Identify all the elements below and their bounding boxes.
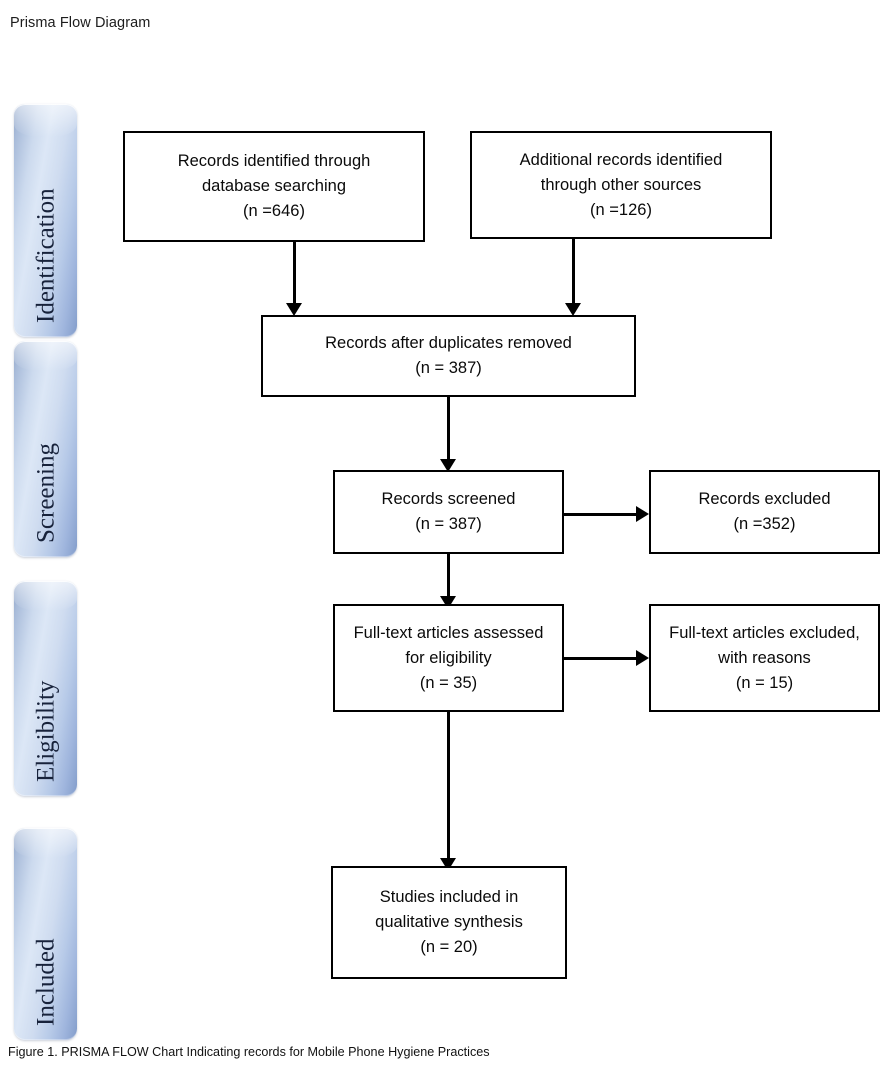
box-records-screened: Records screened (n = 387) [333,470,564,554]
stage-label-screening: Screening [32,443,59,543]
box-fulltext-articles-excluded-count: (n = 15) [735,673,794,692]
box-records-identified-database-count: (n =646) [243,202,305,220]
box-fulltext-articles-assessed-count: (n = 35) [419,673,478,692]
connector-fulltext-to-excluded-arrow [636,650,649,666]
connector-database-to-duplicates-line [293,242,296,307]
figure-caption: Figure 1. PRISMA FLOW Chart Indicating r… [8,1045,490,1059]
box-records-identified-database-line1: Records identified through [177,152,371,170]
connector-fulltext-to-included-line [447,712,450,866]
box-fulltext-articles-assessed-line2: for eligibility [405,648,492,667]
connector-other-to-duplicates-arrow [565,303,581,316]
box-records-after-duplicates-removed-line1: Records after duplicates removed [325,334,572,352]
box-records-excluded-line1: Records excluded [698,490,831,508]
box-additional-records-other-sources: Additional records identified through ot… [470,131,772,239]
box-studies-included-qualitative-count: (n = 20) [420,938,478,956]
connector-screened-to-fulltext-line [447,554,450,604]
box-additional-records-other-sources-count: (n =126) [590,200,652,219]
box-studies-included-qualitative-line2: qualitative synthesis [375,913,523,931]
box-fulltext-articles-excluded: Full-text articles excluded, with reason… [649,604,880,712]
stage-label-identification: Identification [32,188,59,323]
box-fulltext-articles-excluded-line1: Full-text articles excluded, [669,623,860,642]
connector-other-to-duplicates-line [572,239,575,307]
box-fulltext-articles-excluded-line2: with reasons [718,648,811,667]
box-records-after-duplicates-removed: Records after duplicates removed (n = 38… [261,315,636,397]
stage-bar-screening: Screening [14,341,77,557]
box-studies-included-qualitative-line1: Studies included in [379,888,519,906]
connector-duplicates-to-screened-arrow [440,459,456,472]
box-records-excluded-count: (n =352) [733,515,796,533]
box-records-identified-database: Records identified through database sear… [123,131,425,242]
box-records-screened-line1: Records screened [381,490,516,508]
stage-bar-identification: Identification [14,104,77,337]
box-records-after-duplicates-removed-count: (n = 387) [415,359,482,377]
stage-label-included: Included [32,938,59,1026]
stage-bar-eligibility: Eligibility [14,581,77,796]
box-additional-records-other-sources-line2: through other sources [540,175,702,194]
box-additional-records-other-sources-line1: Additional records identified [519,150,723,169]
stage-label-eligibility: Eligibility [32,680,59,782]
box-records-excluded: Records excluded (n =352) [649,470,880,554]
connector-fulltext-to-excluded-line [563,657,641,660]
box-fulltext-articles-assessed-line1: Full-text articles assessed [353,623,544,642]
box-fulltext-articles-assessed: Full-text articles assessed for eligibil… [333,604,564,712]
connector-duplicates-to-screened-line [447,397,450,465]
box-records-screened-count: (n = 387) [415,515,482,533]
connector-screened-to-excluded-line [563,513,641,516]
connector-screened-to-excluded-arrow [636,506,649,522]
connector-database-to-duplicates-arrow [286,303,302,316]
box-records-identified-database-line2: database searching [201,177,347,195]
page-title: Prisma Flow Diagram [10,15,151,31]
stage-bar-included: Included [14,828,77,1040]
box-studies-included-qualitative: Studies included in qualitative synthesi… [331,866,567,979]
